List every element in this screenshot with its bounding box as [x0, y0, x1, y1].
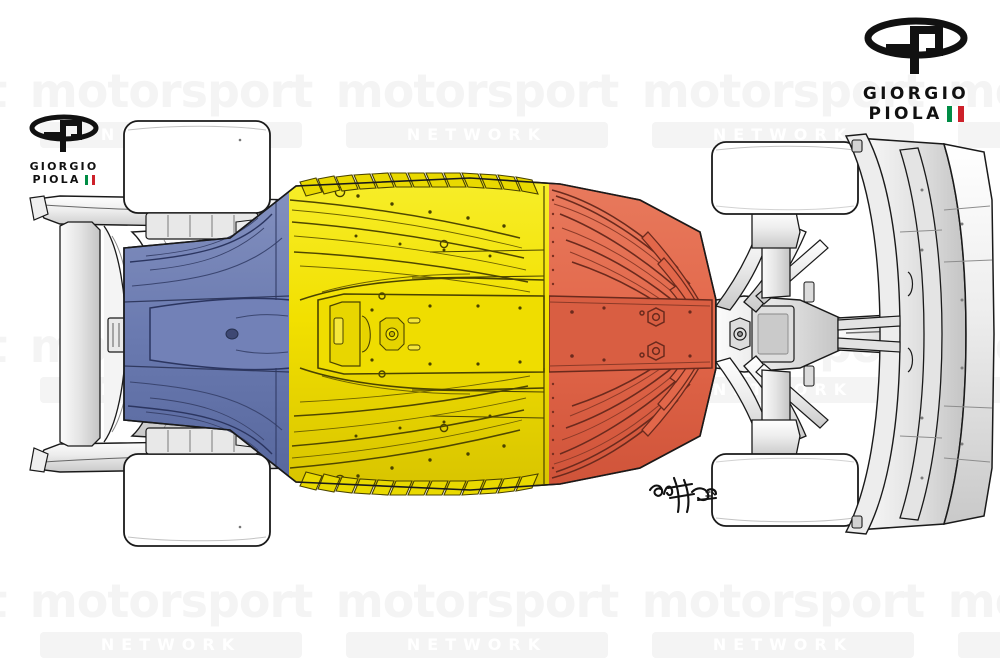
logo-line-piola-small: PIOLA	[32, 172, 81, 186]
rear-wing	[837, 133, 995, 535]
rear-tyre-right	[711, 453, 859, 527]
gp-monogram-icon-small	[29, 114, 99, 152]
logo-line-giorgio: GIORGIO	[862, 84, 970, 104]
floor-assembly	[123, 172, 717, 496]
logo-line-giorgio-small: GIORGIO	[29, 160, 99, 173]
floor-edge-serration-bottom	[299, 471, 539, 496]
rear-tyre-left	[711, 141, 859, 215]
giorgio-piola-logo-secondary: GIORGIO PIOLA	[18, 112, 110, 186]
italy-flag-icon-small	[84, 174, 96, 186]
rear-suspension-and-gearbox	[714, 211, 911, 457]
logo-line-piola: PIOLA	[868, 103, 943, 124]
gp-monogram-icon	[864, 17, 968, 74]
zone-front-floor	[123, 190, 289, 478]
italy-flag-icon	[946, 106, 964, 123]
artist-signature	[648, 476, 718, 514]
giorgio-piola-logo: GIORGIO PIOLA	[846, 14, 986, 124]
